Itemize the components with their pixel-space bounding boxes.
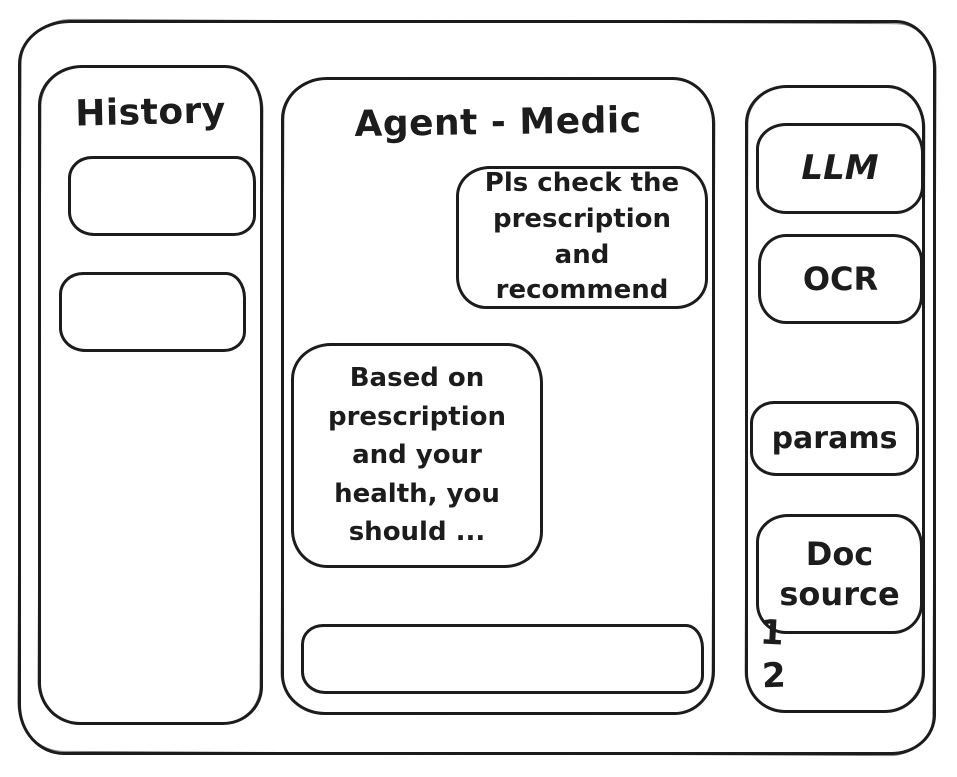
history-item-1[interactable] bbox=[68, 156, 256, 236]
user-message-bubble: Pls check the prescription and recommend bbox=[456, 166, 708, 309]
agent-message-text: Based on prescription and your health, y… bbox=[327, 363, 506, 548]
history-panel: History bbox=[38, 65, 263, 725]
doc-source-annotation-2: 2 bbox=[761, 655, 787, 697]
history-title: History bbox=[74, 90, 227, 135]
message-input[interactable] bbox=[301, 624, 704, 694]
user-message-text: Pls check the prescription and recommend bbox=[484, 167, 680, 306]
doc-source-annotation-1: 1 bbox=[758, 612, 785, 654]
llm-button[interactable]: LLM bbox=[756, 123, 924, 214]
app-window: History Agent - Medic Pls check the pres… bbox=[18, 20, 936, 755]
ocr-button[interactable]: OCR bbox=[758, 234, 923, 324]
doc-source-button[interactable]: Doc source bbox=[756, 514, 923, 634]
history-item-2[interactable] bbox=[59, 272, 246, 352]
tools-panel: LLM OCR params Doc source 1 2 bbox=[745, 85, 925, 713]
chat-title: Agent - Medic bbox=[354, 99, 642, 146]
chat-panel: Agent - Medic Pls check the prescription… bbox=[281, 77, 715, 715]
params-button[interactable]: params bbox=[750, 401, 919, 476]
agent-message-bubble: Based on prescription and your health, y… bbox=[291, 343, 543, 568]
